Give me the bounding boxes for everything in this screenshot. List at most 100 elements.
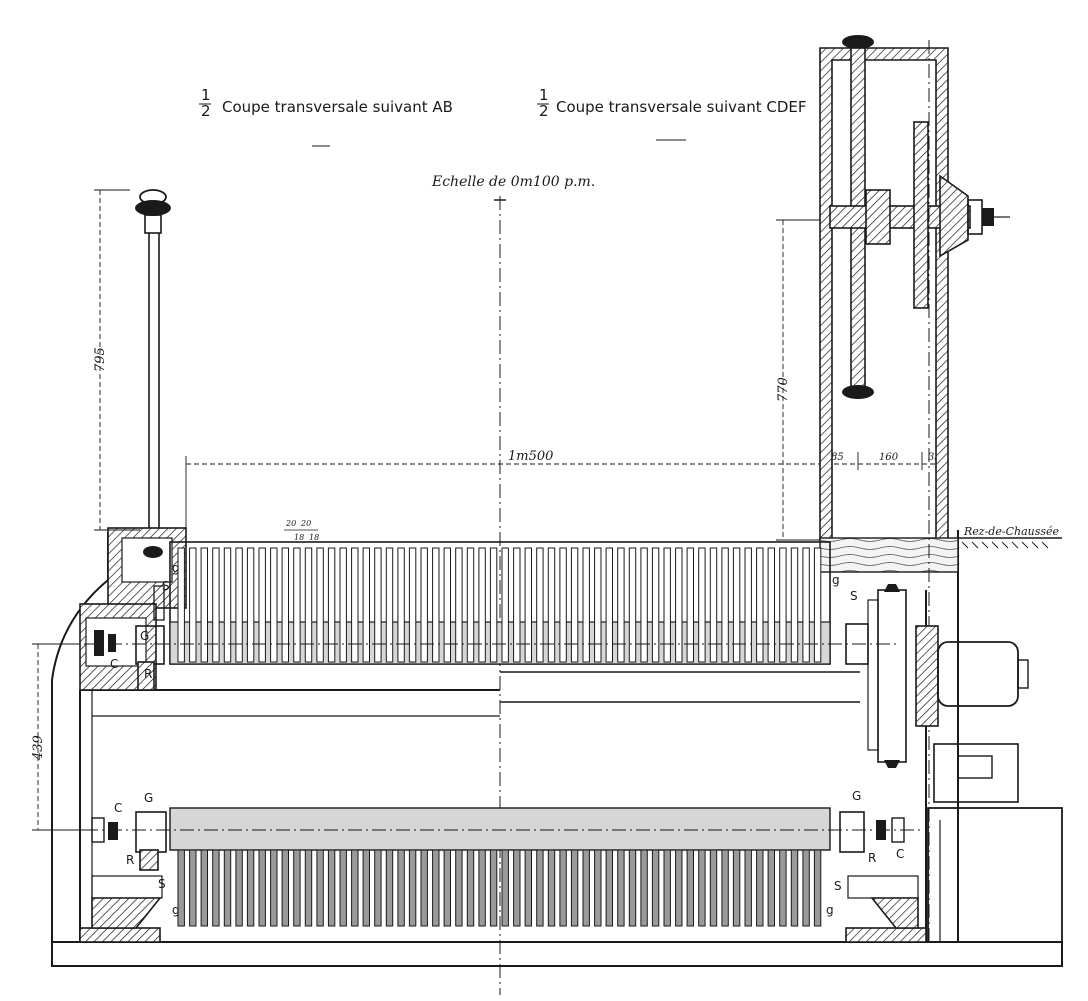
drum-tooth bbox=[628, 547, 637, 663]
dim-795-label: 795 bbox=[93, 347, 108, 372]
lower-right-bearing bbox=[839, 811, 919, 929]
drum-tooth bbox=[686, 849, 694, 927]
drum-tooth bbox=[246, 547, 255, 663]
drum-tooth bbox=[709, 547, 718, 663]
handwheel bbox=[829, 35, 1010, 945]
drum-tooth bbox=[617, 547, 625, 663]
title-left-fraction-den: 2 bbox=[201, 102, 211, 120]
drum-tooth bbox=[790, 547, 799, 663]
drum-tooth bbox=[779, 849, 787, 927]
drum-tooth bbox=[397, 849, 405, 927]
letter-s-lr: S bbox=[834, 879, 842, 893]
drum-tooth bbox=[489, 849, 498, 927]
drum-tooth bbox=[813, 849, 822, 927]
dimension-795: 795 bbox=[93, 189, 140, 531]
drum-tooth bbox=[443, 547, 452, 663]
drum-tooth bbox=[605, 547, 613, 663]
drum-tooth bbox=[732, 547, 741, 663]
drum-tooth bbox=[582, 547, 590, 663]
drum-tooth bbox=[582, 849, 590, 927]
upper-left-bearing bbox=[36, 585, 900, 691]
drum-tooth bbox=[432, 547, 440, 663]
title-right-fraction-num: 1 bbox=[539, 86, 549, 104]
dim-1500-label: 1m500 bbox=[508, 449, 553, 464]
drum-tooth bbox=[767, 547, 775, 663]
drum-tooth bbox=[281, 849, 290, 927]
drum-tooth bbox=[559, 547, 567, 663]
drum-tooth bbox=[455, 849, 463, 927]
drum-tooth bbox=[779, 547, 787, 663]
drum-tooth bbox=[374, 547, 382, 663]
drum-tooth bbox=[235, 849, 243, 927]
drum-tooth bbox=[721, 547, 729, 663]
drum-tooth bbox=[327, 547, 336, 663]
drum-tooth bbox=[501, 547, 509, 663]
letter-gear-lr: G bbox=[852, 789, 861, 803]
drum-tooth bbox=[478, 849, 486, 927]
title-right-text: Coupe transversale suivant CDEF bbox=[556, 98, 807, 116]
drum-tooth bbox=[813, 547, 822, 663]
letter-g-ur: g bbox=[832, 573, 840, 587]
dim-85-label: 85 bbox=[831, 452, 844, 463]
drum-tooth bbox=[258, 849, 266, 927]
pitch-a-label: 20 bbox=[285, 519, 296, 528]
drum-tooth bbox=[374, 849, 382, 927]
title-left-fraction-num: 1 bbox=[201, 86, 211, 104]
drum-tooth bbox=[212, 849, 220, 927]
drum-tooth bbox=[802, 547, 810, 663]
scale-label: Echelle de 0m100 p.m. bbox=[431, 174, 595, 190]
drum-tooth bbox=[513, 849, 521, 927]
drum-tooth bbox=[246, 849, 255, 927]
drum-tooth bbox=[235, 547, 243, 663]
drum-tooth bbox=[536, 547, 544, 663]
lower-left-bearing bbox=[36, 811, 920, 929]
drum-tooth bbox=[501, 849, 509, 927]
letter-g-ll: g bbox=[172, 903, 180, 917]
drum-tooth bbox=[663, 547, 671, 663]
drum-tooth bbox=[640, 547, 648, 663]
drum-tooth bbox=[362, 547, 371, 663]
drum-tooth bbox=[304, 547, 313, 663]
drum-tooth bbox=[316, 547, 324, 663]
letter-s-ll: S bbox=[158, 877, 166, 891]
left-column bbox=[107, 189, 187, 609]
drum-tooth bbox=[524, 547, 532, 663]
drum-tooth bbox=[594, 849, 602, 927]
drum-tooth bbox=[339, 849, 347, 927]
drum-tooth bbox=[640, 849, 648, 927]
drum-tooth bbox=[651, 849, 660, 927]
letter-r-ul: R bbox=[144, 667, 152, 681]
drum-tooth bbox=[605, 849, 613, 927]
drum-tooth bbox=[420, 849, 428, 927]
letter-r-ll: R bbox=[126, 853, 134, 867]
letter-gear-ll: G bbox=[144, 791, 153, 805]
title-right-fraction-den: 2 bbox=[539, 102, 549, 120]
drum-tooth bbox=[547, 547, 556, 663]
drum-tooth bbox=[304, 849, 313, 927]
drum-tooth bbox=[223, 849, 232, 927]
drum-tooth bbox=[756, 849, 764, 927]
left-footing bbox=[79, 927, 161, 943]
drum-tooth bbox=[594, 547, 602, 663]
drum-tooth bbox=[408, 547, 417, 663]
drum-tooth bbox=[466, 849, 475, 927]
drum-tooth bbox=[570, 849, 579, 927]
drum-tooth bbox=[362, 849, 371, 927]
drum-tooth bbox=[547, 849, 556, 927]
drum-tooth bbox=[790, 849, 799, 927]
drum-tooth bbox=[385, 849, 394, 927]
drum-tooth bbox=[351, 547, 359, 663]
letter-c-ul: C bbox=[110, 657, 118, 671]
drum-tooth bbox=[223, 547, 232, 663]
letter-c-ll: C bbox=[114, 801, 122, 815]
drum-tooth bbox=[802, 849, 810, 927]
drum-tooth bbox=[385, 547, 394, 663]
dim-439-label: 439 bbox=[31, 735, 46, 761]
letter-g-lr: g bbox=[826, 903, 834, 917]
drum-tooth bbox=[432, 849, 440, 927]
letter-c-lr: C bbox=[896, 847, 904, 861]
gap-a-label: 18 bbox=[294, 533, 304, 542]
drum-tooth bbox=[281, 547, 290, 663]
right-footing bbox=[845, 927, 927, 943]
drum-tooth bbox=[651, 547, 660, 663]
